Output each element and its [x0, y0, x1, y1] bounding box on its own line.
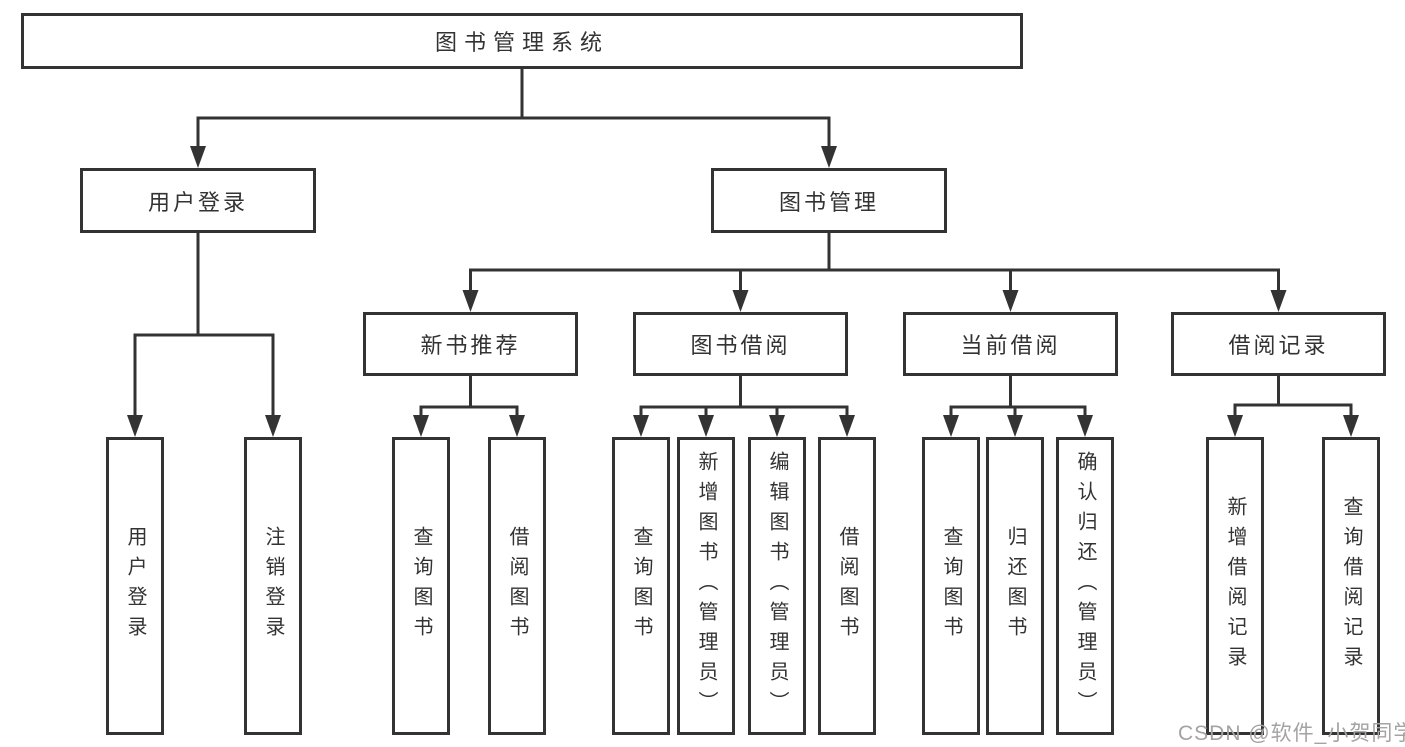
leaf-query-borrow-record: 查询借阅记录 — [1322, 437, 1380, 735]
node-borrow-records: 借阅记录 — [1171, 312, 1386, 376]
connector-user-login-children — [127, 233, 281, 437]
leaf-confirm-return-admin: 确认归还（管理员） — [1056, 437, 1114, 735]
csdn-watermark: CSDN @软件_小贺同学 — [1178, 722, 1405, 745]
node-book-management: 图书管理 — [711, 168, 947, 233]
connector-borrow-records-children — [1227, 376, 1359, 437]
leaf-borrow-books: 借阅图书 — [818, 437, 876, 735]
node-book-borrow: 图书借阅 — [633, 312, 848, 376]
leaf-edit-book-admin: 编辑图书（管理员） — [748, 437, 806, 735]
leaf-add-book-admin: 新增图书（管理员） — [677, 437, 735, 735]
leaf-query-books-borrow: 查询图书 — [612, 437, 670, 735]
node-current-borrow: 当前借阅 — [903, 312, 1118, 376]
leaf-borrow-books-recommend: 借阅图书 — [488, 437, 546, 735]
leaf-return-book: 归还图书 — [986, 437, 1044, 735]
leaf-query-books-recommend: 查询图书 — [392, 437, 450, 735]
connector-book-borrow-children — [633, 376, 855, 437]
node-new-book-recommend: 新书推荐 — [363, 312, 578, 376]
connector-book-management-children — [462, 233, 1287, 312]
connector-current-borrow-children — [943, 376, 1093, 437]
leaf-user-login: 用户登录 — [106, 437, 164, 735]
node-root-system: 图书管理系统 — [21, 13, 1023, 69]
connector-root-to-level1 — [190, 69, 837, 168]
connector-new-book-recommend-children — [413, 376, 525, 437]
node-user-login: 用户登录 — [80, 168, 316, 233]
leaf-add-borrow-record: 新增借阅记录 — [1206, 437, 1264, 735]
leaf-query-books-current: 查询图书 — [922, 437, 980, 735]
leaf-logout: 注销登录 — [244, 437, 302, 735]
